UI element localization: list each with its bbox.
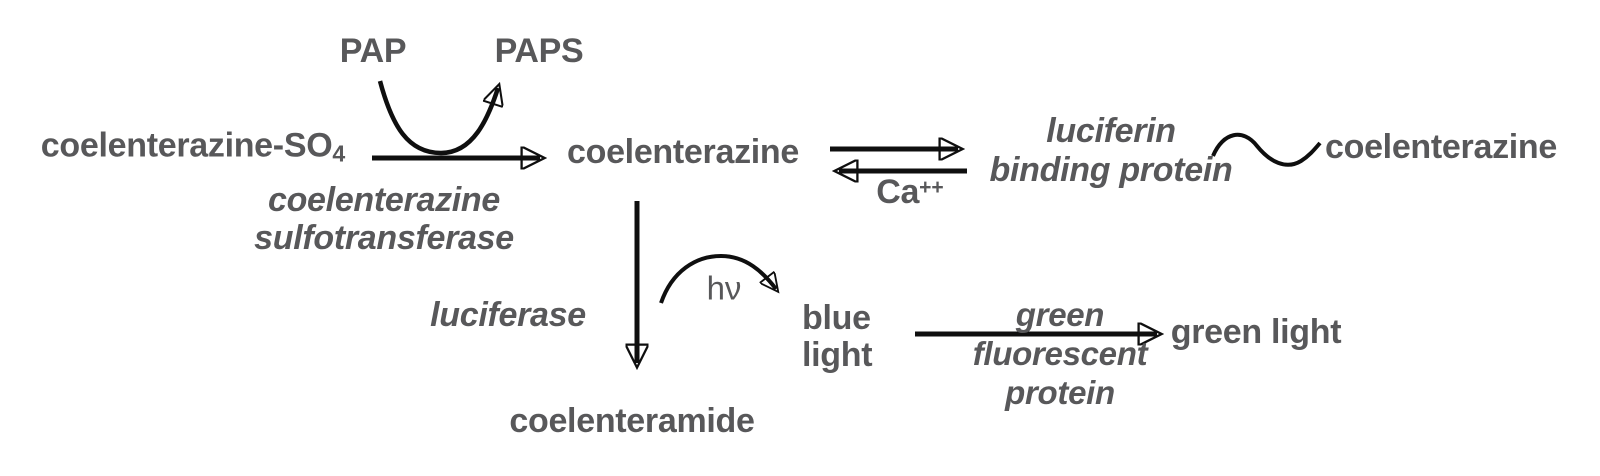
- label-coelenterazine-sulfotransferase: coelenterazine sulfotransferase: [254, 181, 514, 257]
- luciferin-binding-protein-line2: binding protein: [989, 151, 1233, 189]
- label-luciferase: luciferase: [430, 295, 586, 334]
- label-luciferin-binding-protein: luciferin binding protein: [990, 112, 1233, 190]
- node-blue-light: blue light: [802, 299, 873, 374]
- label-photon-hv: hν: [706, 269, 742, 307]
- label-green-fluorescent-protein: green fluorescent protein: [973, 295, 1148, 412]
- luciferin-binding-protein-line1: luciferin: [1046, 112, 1176, 150]
- node-coelenteramide: coelenteramide: [509, 401, 755, 440]
- coelenterazine-so4-base: coelenterazine-SO: [40, 126, 333, 165]
- gfp-line3: protein: [1005, 374, 1115, 411]
- label-calcium: Ca++: [876, 173, 944, 211]
- node-pap: PAP: [339, 31, 407, 70]
- calcium-superscript: ++: [919, 176, 944, 200]
- curve-pap-to-paps: [377, 80, 498, 156]
- blue-light-line1: blue: [802, 299, 871, 337]
- node-paps: PAPS: [494, 31, 584, 70]
- gfp-line1: green: [1015, 296, 1105, 333]
- squiggle-protein-ligand-bond: [1211, 132, 1322, 167]
- gfp-line2: fluorescent: [972, 335, 1148, 372]
- curve-photon-emission: [659, 253, 776, 304]
- calcium-base: Ca: [876, 172, 920, 211]
- node-coelenterazine: coelenterazine: [566, 132, 800, 171]
- coelenterazine-so4-subscript: 4: [332, 140, 346, 167]
- node-coelenterazine-bound: coelenterazine: [1324, 127, 1558, 166]
- node-coelenterazine-so4: coelenterazine-SO4: [41, 127, 345, 168]
- node-green-light: green light: [1170, 312, 1342, 351]
- sulfotransferase-line1: coelenterazine: [267, 181, 500, 219]
- sulfotransferase-line2: sulfotransferase: [254, 219, 514, 257]
- blue-light-line2: light: [802, 336, 873, 374]
